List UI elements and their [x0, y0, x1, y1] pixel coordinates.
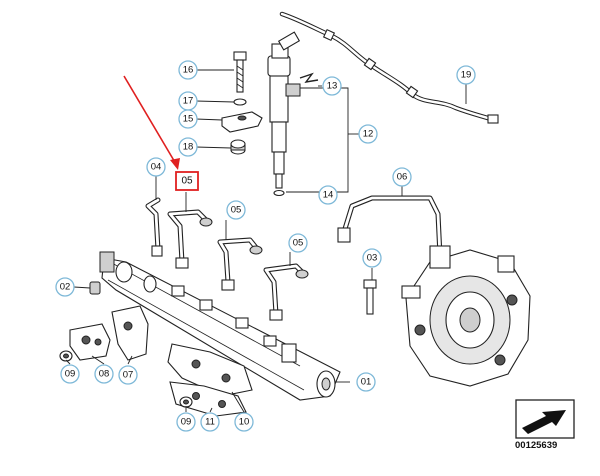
sealing-plug: [89, 281, 101, 295]
diagram-number: 00125639: [515, 440, 558, 451]
callout-label: 13: [327, 81, 338, 92]
washer: [233, 98, 247, 106]
callout-13[interactable]: 13: [322, 76, 342, 96]
injector-clip: [299, 72, 319, 83]
callout-label: 19: [461, 70, 472, 81]
callout-label: 18: [183, 142, 194, 153]
nut-09-b: [179, 396, 193, 408]
callout-label: 04: [151, 162, 162, 173]
callout-label: 03: [367, 253, 378, 264]
callout-04[interactable]: 04: [146, 157, 166, 177]
callout-label: 05: [231, 205, 242, 216]
callout-label: 16: [183, 65, 194, 76]
callout-09-a[interactable]: 09: [60, 364, 80, 384]
callout-label: 07: [123, 370, 134, 381]
highlight-callout-label: 05: [181, 176, 193, 187]
high-pressure-pump: [401, 245, 531, 387]
injector-line-05-b: [217, 237, 263, 291]
callout-label: 17: [183, 96, 194, 107]
callout-label: 14: [323, 190, 334, 201]
callout-label: 15: [183, 114, 194, 125]
injector-line-05-c: [263, 263, 309, 321]
tension-claw: [221, 111, 263, 133]
callout-01[interactable]: 01: [356, 372, 376, 392]
holder-11: [169, 381, 247, 417]
injector: [267, 31, 301, 197]
callout-label: 09: [181, 417, 192, 428]
hold-down-bolt: [233, 51, 247, 93]
callout-label: 02: [60, 282, 71, 293]
return-line-hose: [279, 11, 499, 124]
document-stamp-icon: [515, 399, 575, 439]
callout-19[interactable]: 19: [456, 65, 476, 85]
callout-05-a[interactable]: 05: [226, 200, 246, 220]
nut-09-a: [59, 350, 73, 362]
callout-label: 01: [361, 377, 372, 388]
callout-label: 05: [293, 238, 304, 249]
callout-08[interactable]: 08: [94, 364, 114, 384]
callout-15[interactable]: 15: [178, 109, 198, 129]
callout-05-b[interactable]: 05: [288, 233, 308, 253]
fuel-rail: [99, 251, 341, 401]
callout-label: 06: [397, 172, 408, 183]
callout-02[interactable]: 02: [55, 277, 75, 297]
callout-16[interactable]: 16: [178, 60, 198, 80]
callout-12[interactable]: 12: [358, 124, 378, 144]
callout-14[interactable]: 14: [318, 185, 338, 205]
rail-bolt: [363, 279, 377, 315]
callout-06[interactable]: 06: [392, 167, 412, 187]
callout-17[interactable]: 17: [178, 91, 198, 111]
callout-label: 11: [205, 417, 215, 428]
highlight-callout-05: 05: [175, 171, 199, 191]
callout-label: 12: [363, 129, 374, 140]
callout-09-b[interactable]: 09: [176, 412, 196, 432]
holder-10: [167, 343, 253, 397]
callout-03[interactable]: 03: [362, 248, 382, 268]
callout-10[interactable]: 10: [234, 412, 254, 432]
holder-08: [69, 323, 111, 361]
injector-line-04: [145, 197, 163, 257]
callout-label: 08: [99, 369, 110, 380]
callout-18[interactable]: 18: [178, 137, 198, 157]
callout-07[interactable]: 07: [118, 365, 138, 385]
collar-nut: [230, 139, 246, 155]
callout-label: 10: [239, 417, 250, 428]
injector-line-05-a: [167, 209, 213, 269]
highlight-arrow: [123, 75, 180, 170]
callout-11[interactable]: 11: [200, 412, 220, 432]
holder-07: [111, 305, 149, 361]
callout-label: 09: [65, 369, 76, 380]
